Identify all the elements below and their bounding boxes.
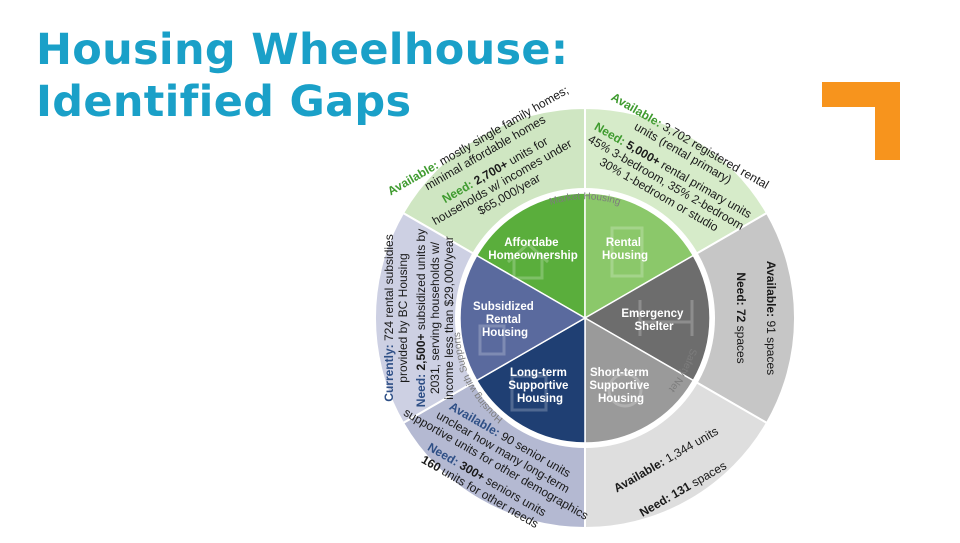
- svg-text:Currently: 724 rental subsidie: Currently: 724 rental subsidies: [382, 234, 396, 401]
- label-affordable-homeownership: Affordabe Homeownership: [488, 237, 577, 262]
- apartment-building-icon: [610, 226, 644, 278]
- label-long-term-supportive: Long-term Supportive Housing: [508, 367, 571, 405]
- inner-labels: Affordabe Homeownership Rental Housing E…: [473, 237, 686, 405]
- page-title: Housing Wheelhouse: Identified Gaps: [36, 24, 568, 128]
- residence-icon: [510, 374, 548, 412]
- page-title-line-2: Identified Gaps: [36, 77, 412, 127]
- svg-text:provided by BC Housing: provided by BC Housing: [396, 253, 410, 382]
- inner-sector-long-term-supportive: [475, 316, 586, 444]
- inner-sector-emergency-shelter: [583, 254, 711, 382]
- bed-icon: [638, 300, 694, 336]
- arc-label-market-housing: Market Housing: [548, 191, 622, 208]
- inner-sector-affordable-homeownership: [475, 192, 586, 320]
- page-title-line-1: Housing Wheelhouse:: [36, 25, 569, 75]
- svg-text:income less than $29,000/year: income less than $29,000/year: [442, 236, 456, 399]
- inner-sector-subsidized-rental: [459, 254, 587, 382]
- subsidized-building-icon: [478, 324, 506, 356]
- label-short-term-supportive: Short-term Supportive Housing: [589, 367, 652, 405]
- recycle-icon: [607, 372, 643, 408]
- label-emergency-shelter: Emergency Shelter: [621, 308, 686, 333]
- label-rental-housing: Rental Housing: [602, 237, 648, 262]
- outer-text-subsidized: Currently: 724 rental subsidies provided…: [382, 229, 456, 407]
- house-icon: [506, 241, 550, 280]
- svg-text:Need: 2,500+ subsidized units: Need: 2,500+ subsidized units by: [414, 229, 428, 407]
- inner-sector-rental-housing: [584, 192, 695, 320]
- inner-wheel: [459, 192, 711, 444]
- svg-text:Need: 72 spaces: Need: 72 spaces: [734, 272, 748, 363]
- svg-text:Available: 91 spaces: Available: 91 spaces: [764, 261, 778, 375]
- label-subsidized-rental: Subsidized Rental Housing: [473, 301, 537, 339]
- svg-text:2031, serving households w/: 2031, serving households w/: [428, 241, 442, 394]
- inner-sector-short-term-supportive: [584, 316, 695, 444]
- orange-corner-accent: [822, 82, 900, 160]
- outer-text-shelter: Available: 91 spaces Need: 72 spaces: [734, 261, 778, 375]
